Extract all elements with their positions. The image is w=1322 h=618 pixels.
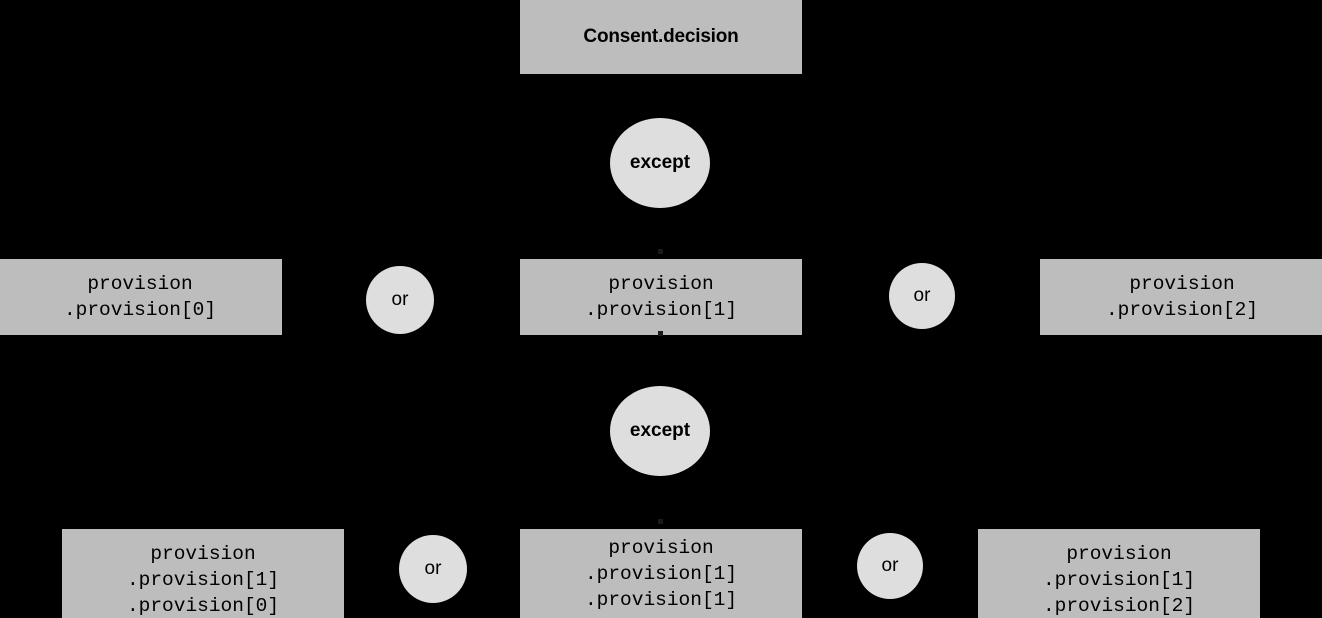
node-line-2: .provision[1]	[584, 299, 738, 321]
node-line-1: provision	[150, 543, 256, 565]
node-provision-1-0[interactable]: provision .provision[1] .provision[0]	[62, 529, 344, 618]
operator-label: or	[881, 555, 899, 576]
node-line-1: provision	[1066, 543, 1172, 565]
edge-stub-outgoing	[658, 331, 663, 336]
operator-or-mid-right[interactable]: or	[889, 263, 955, 329]
node-line-3: .provision[2]	[1042, 595, 1196, 617]
node-line-3: .provision[1]	[584, 588, 738, 611]
operator-label: except	[629, 152, 691, 173]
operator-except-lower[interactable]: except	[610, 386, 710, 476]
operator-label: or	[391, 289, 409, 310]
node-provision-0[interactable]: provision .provision[0]	[0, 259, 282, 335]
operator-except-upper[interactable]: except	[610, 118, 710, 208]
operator-or-bottom-left[interactable]: or	[399, 535, 467, 603]
node-line-2: .provision[1]	[584, 562, 738, 585]
node-label: Consent.decision	[583, 26, 739, 47]
edge-stub-incoming	[658, 519, 663, 524]
node-provision-1-1[interactable]: provision .provision[1] .provision[1]	[520, 529, 802, 618]
edge-stub-incoming	[658, 249, 663, 254]
node-line-1: provision	[1129, 273, 1235, 295]
node-provision-1-2[interactable]: provision .provision[1] .provision[2]	[978, 529, 1260, 618]
node-line-2: .provision[1]	[126, 569, 280, 591]
operator-or-mid-left[interactable]: or	[366, 266, 434, 334]
node-provision-2[interactable]: provision .provision[2]	[1040, 259, 1322, 335]
node-line-1: provision	[87, 273, 193, 295]
operator-label: or	[913, 285, 931, 306]
node-line-3: .provision[0]	[126, 595, 280, 617]
node-consent-decision[interactable]: Consent.decision	[520, 0, 802, 74]
node-line-2: .provision[0]	[63, 299, 217, 321]
node-provision-1[interactable]: provision .provision[1]	[520, 259, 802, 335]
node-line-1: provision	[608, 273, 714, 295]
node-line-1: provision	[608, 536, 714, 559]
operator-label: or	[424, 558, 442, 579]
operator-label: except	[629, 420, 691, 441]
node-line-2: .provision[2]	[1105, 299, 1259, 321]
node-line-2: .provision[1]	[1042, 569, 1196, 591]
operator-or-bottom-right[interactable]: or	[857, 533, 923, 599]
